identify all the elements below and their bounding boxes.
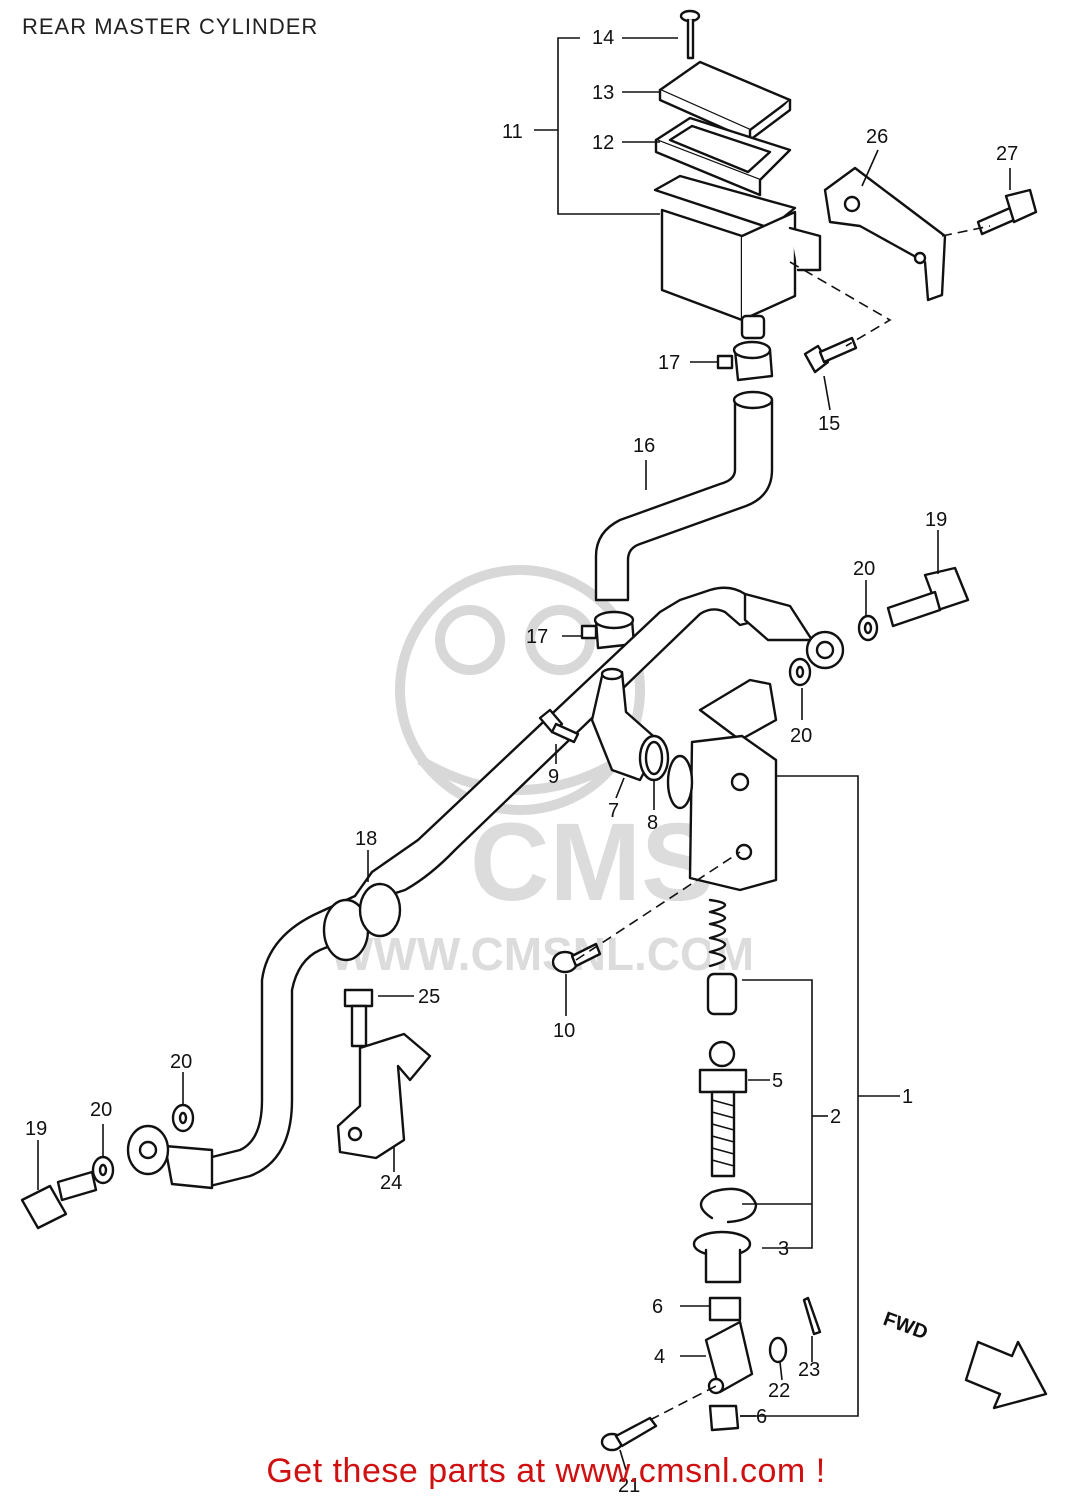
part-9-screw xyxy=(538,708,580,744)
part-5-push-rod xyxy=(698,1068,748,1178)
callout-20-b: 20 xyxy=(790,725,812,747)
part-19-bolt-upper xyxy=(886,566,970,628)
callout-17-lower: 17 xyxy=(526,626,548,648)
callout-18: 18 xyxy=(355,828,377,850)
callout-4: 4 xyxy=(654,1346,665,1368)
callout-2: 2 xyxy=(830,1106,841,1128)
part-20-washer-a xyxy=(857,614,879,642)
callout-7: 7 xyxy=(608,800,619,822)
callout-14: 14 xyxy=(592,27,614,49)
part-21-clevis-pin xyxy=(600,1416,658,1452)
callout-12: 12 xyxy=(592,132,614,154)
watermark: CMS WWW.CMSNL.COM xyxy=(330,565,754,980)
callout-21: 21 xyxy=(618,1475,640,1497)
part-circlip xyxy=(699,1187,758,1224)
part-20-washer-c xyxy=(171,1103,195,1133)
part-14-screw xyxy=(679,9,701,60)
callout-6-lower: 6 xyxy=(756,1406,767,1428)
callout-25: 25 xyxy=(418,986,440,1008)
callout-5: 5 xyxy=(772,1070,783,1092)
callout-19-lower: 19 xyxy=(25,1118,47,1140)
callout-16: 16 xyxy=(633,435,655,457)
callout-27: 27 xyxy=(996,143,1018,165)
watermark-url: WWW.CMSNL.COM xyxy=(330,928,754,980)
part-23-cotter-pin xyxy=(802,1296,822,1336)
callout-20-d: 20 xyxy=(90,1099,112,1121)
diagram-title: REAR MASTER CYLINDER xyxy=(22,14,319,39)
leader-lines xyxy=(37,37,1011,1471)
callout-15: 15 xyxy=(818,413,840,435)
watermark-brand: CMS xyxy=(470,801,714,924)
part-18-brake-hose xyxy=(126,586,845,1190)
callout-23: 23 xyxy=(798,1359,820,1381)
part-13-cap xyxy=(658,60,792,142)
callout-17-upper: 17 xyxy=(658,352,680,374)
callout-9: 9 xyxy=(548,766,559,788)
part-11-reservoir xyxy=(653,174,822,340)
callout-26: 26 xyxy=(866,126,888,148)
part-1-master-cylinder-body xyxy=(666,678,778,892)
fwd-arrow-icon xyxy=(964,1340,1048,1410)
part-24-clamp-bracket xyxy=(336,1032,432,1160)
callout-8: 8 xyxy=(647,812,658,834)
part-12-diaphragm xyxy=(654,116,792,197)
part-4-clevis xyxy=(704,1320,754,1395)
part-22-washer xyxy=(768,1336,788,1364)
part-3-boot xyxy=(692,1230,752,1284)
callout-22: 22 xyxy=(768,1380,790,1402)
callout-labels: 14 13 11 12 26 27 17 15 16 19 20 17 20 9… xyxy=(25,27,1018,1497)
forward-direction-indicator: FWD xyxy=(880,1308,1048,1410)
part-17-clamp-lower xyxy=(580,610,636,650)
footer-promo-link[interactable]: Get these parts at www.cmsnl.com ! xyxy=(266,1452,826,1490)
part-20-washer-b xyxy=(788,657,812,687)
callout-6-upper: 6 xyxy=(652,1296,663,1318)
fwd-label: FWD xyxy=(880,1308,930,1344)
callout-24: 24 xyxy=(380,1172,402,1194)
part-16-hose xyxy=(594,390,774,602)
part-2-piston-set xyxy=(706,898,738,1068)
callout-20-a: 20 xyxy=(853,558,875,580)
part-27-bolt xyxy=(976,188,1038,236)
callout-11: 11 xyxy=(502,121,523,143)
callout-20-c: 20 xyxy=(170,1051,192,1073)
callout-10: 10 xyxy=(553,1020,575,1042)
part-20-washer-d xyxy=(91,1155,115,1185)
part-17-clamp-upper xyxy=(716,340,774,382)
callout-13: 13 xyxy=(592,82,614,104)
part-25-bolt xyxy=(343,988,374,1048)
callout-19-upper: 19 xyxy=(925,509,947,531)
part-15-bolt xyxy=(803,336,858,374)
part-6-nut-upper xyxy=(708,1296,742,1322)
part-19-bolt-lower xyxy=(20,1170,98,1230)
part-8-o-ring xyxy=(638,734,670,782)
callout-3: 3 xyxy=(778,1238,789,1260)
part-6-nut-lower xyxy=(708,1404,740,1432)
part-26-bracket xyxy=(823,166,947,302)
callout-1: 1 xyxy=(902,1086,913,1108)
